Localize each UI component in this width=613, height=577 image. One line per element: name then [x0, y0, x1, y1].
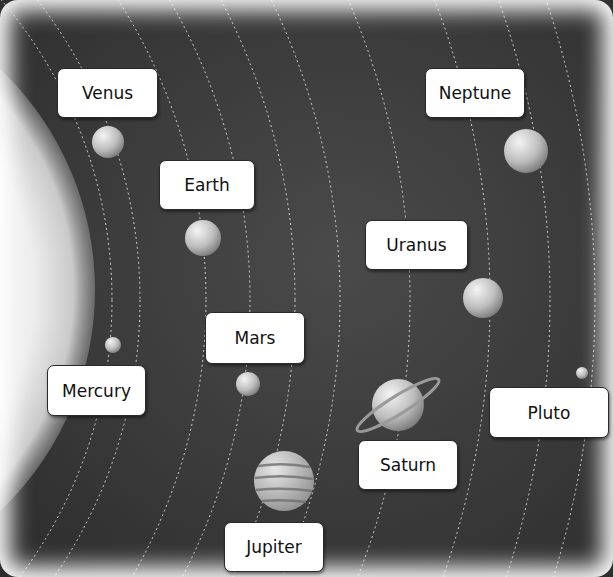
label-box: Earth	[159, 160, 255, 210]
planet-name: Mercury	[62, 381, 131, 401]
planet-name: Jupiter	[246, 537, 301, 557]
label-box: Pluto	[489, 387, 609, 438]
saturn-planet	[353, 372, 444, 438]
planet-name: Uranus	[386, 235, 446, 255]
planet-name: Pluto	[528, 403, 571, 423]
label-box: Neptune	[425, 68, 525, 118]
label-box: Saturn	[358, 440, 458, 490]
uranus-planet	[463, 278, 503, 318]
label-box: Venus	[57, 68, 158, 118]
neptune-planet	[504, 129, 548, 173]
planet-name: Neptune	[439, 83, 512, 103]
label-box: Mercury	[47, 365, 146, 416]
mercury-planet	[105, 337, 121, 353]
label-box: Jupiter	[224, 522, 324, 572]
planet-name: Earth	[184, 175, 230, 195]
venus-planet	[92, 126, 124, 158]
mars-planet	[236, 372, 260, 396]
orbits	[0, 0, 595, 577]
label-box: Uranus	[365, 220, 468, 270]
label-box: Mars	[205, 312, 305, 364]
planet-name: Venus	[82, 83, 133, 103]
earth-planet	[185, 220, 221, 256]
planet-name: Mars	[235, 328, 276, 348]
jupiter-planet	[254, 451, 314, 511]
planet-name: Saturn	[380, 455, 436, 475]
pluto-planet	[576, 367, 588, 379]
